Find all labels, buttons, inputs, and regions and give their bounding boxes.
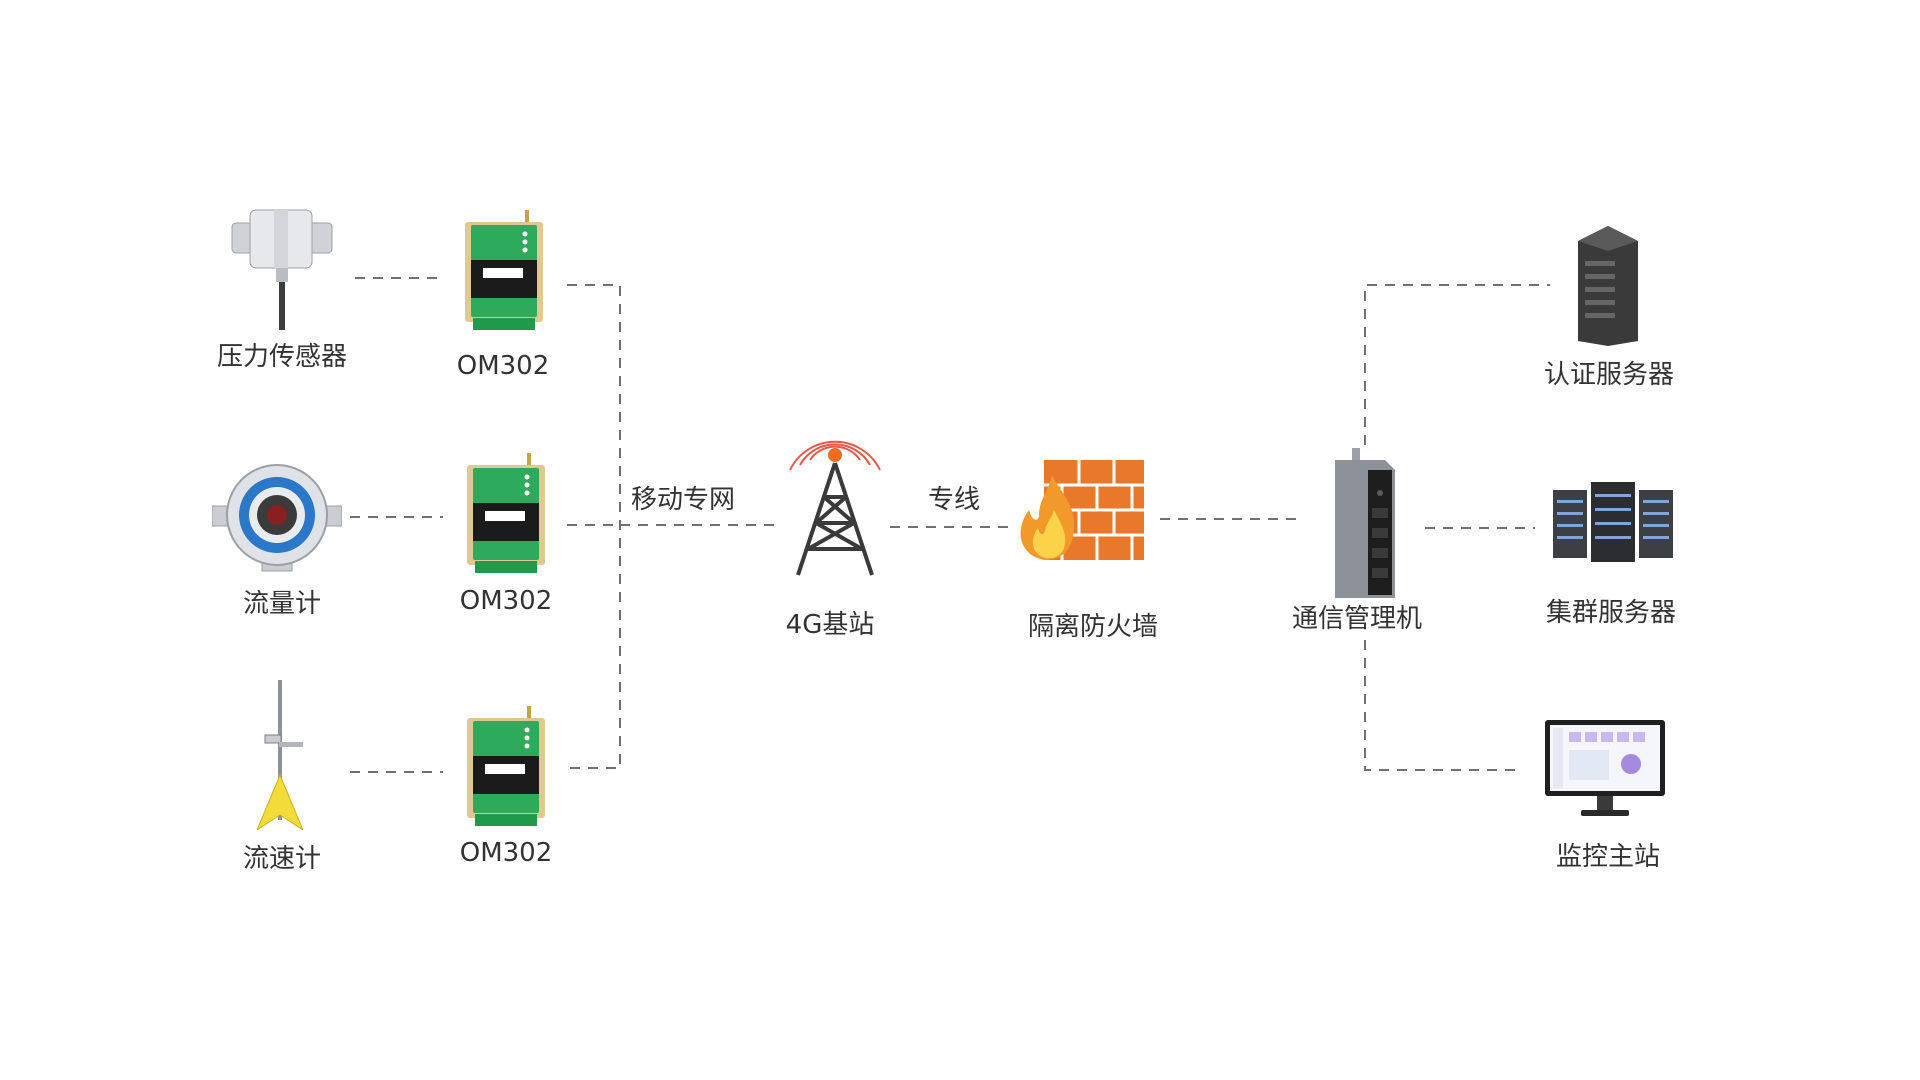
gateway-label-2: OM302 xyxy=(459,586,553,616)
cluster-server-icon xyxy=(1553,482,1673,566)
mobile-network-label: 移动专网 xyxy=(630,485,736,515)
gateway-label-3: OM302 xyxy=(459,838,553,868)
gateway-om302-icon xyxy=(467,453,545,582)
monitoring-station-icon xyxy=(1545,720,1665,824)
gateway-label-1: OM302 xyxy=(456,351,550,381)
communication-manager-label: 通信管理机 xyxy=(1291,604,1423,634)
base-station-label: 4G基站 xyxy=(785,610,875,640)
firewall-icon xyxy=(1014,460,1144,569)
line-manager-auth xyxy=(1364,284,1550,445)
gateway-om302-icon xyxy=(467,706,545,835)
firewall-label: 隔离防火墙 xyxy=(1027,612,1159,642)
cluster-server-label: 集群服务器 xyxy=(1545,598,1677,628)
line-manager-monitor xyxy=(1364,640,1520,771)
velocity-meter-icon xyxy=(245,680,315,834)
auth-server-icon xyxy=(1573,226,1643,350)
dedicated-line-label: 专线 xyxy=(927,485,981,515)
gateway-om302-icon xyxy=(465,210,543,339)
line-om1-trunk xyxy=(567,284,621,769)
flow-meter-icon xyxy=(211,458,343,577)
flow-meter-label: 流量计 xyxy=(242,589,322,619)
communication-manager-icon xyxy=(1330,448,1400,602)
auth-server-label: 认证服务器 xyxy=(1543,360,1675,390)
pressure-sensor-icon xyxy=(222,205,342,334)
base-station-tower-icon xyxy=(780,405,890,584)
velocity-meter-label: 流速计 xyxy=(242,844,322,874)
pressure-sensor-label: 压力传感器 xyxy=(216,342,348,372)
monitoring-station-label: 监控主站 xyxy=(1555,842,1661,872)
